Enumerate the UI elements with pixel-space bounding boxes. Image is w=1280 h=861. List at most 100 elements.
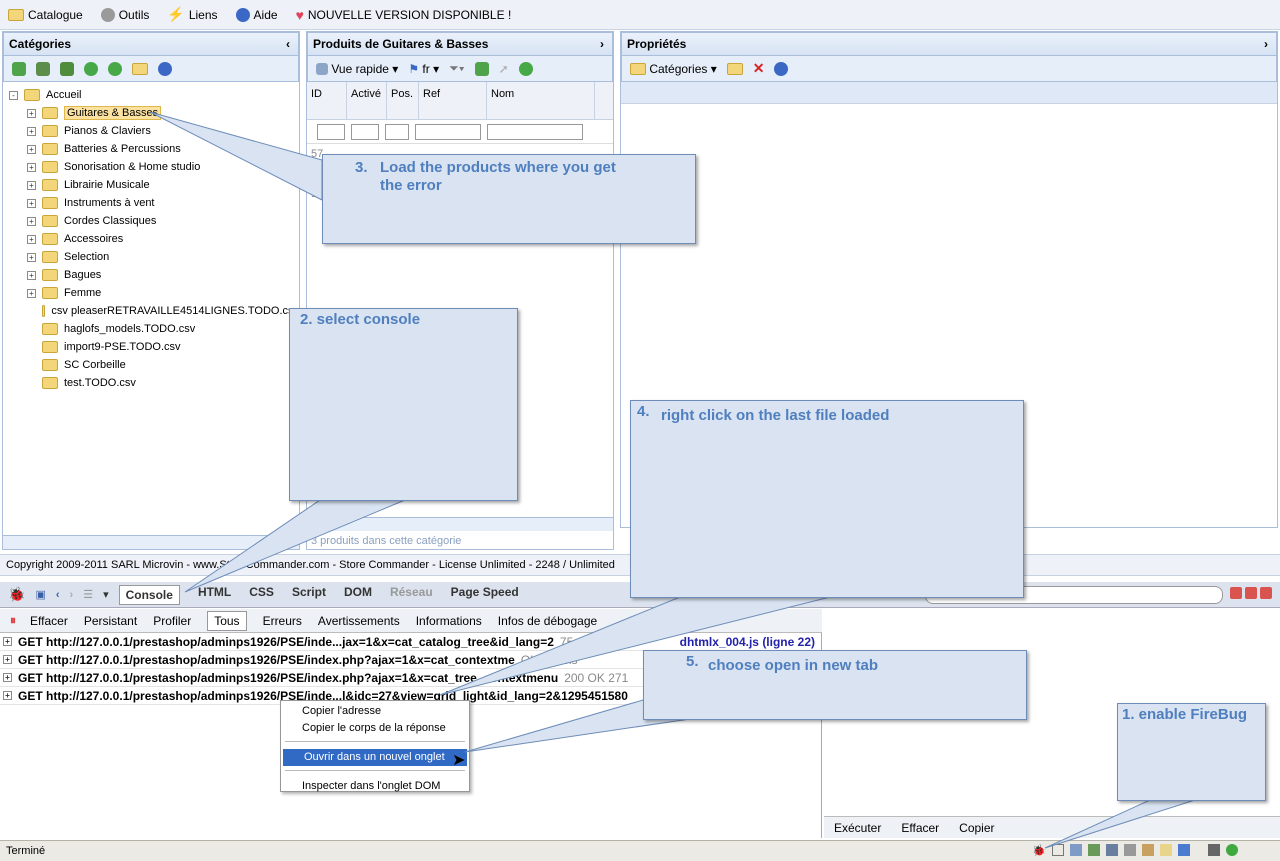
add-icon[interactable] xyxy=(84,61,98,76)
menu-open-new-tab[interactable]: Ouvrir dans un nouvel onglet xyxy=(283,749,467,766)
grid-column-header[interactable]: ID xyxy=(307,82,347,119)
network-row[interactable]: +GET http://127.0.0.1/prestashop/adminps… xyxy=(0,669,821,687)
collapse-left-icon[interactable]: ‹ xyxy=(286,37,290,51)
tree-file[interactable]: haglofs_models.TODO.csv xyxy=(9,320,299,338)
firebug-toggle-icon[interactable]: 🐞 xyxy=(1032,845,1046,857)
menu-inspect-dom[interactable]: Inspecter dans l'onglet DOM xyxy=(302,780,441,792)
firebug-tab[interactable]: Réseau xyxy=(389,584,433,599)
menu-copy-address[interactable]: Copier l'adresse xyxy=(302,705,382,717)
expand-icon[interactable]: + xyxy=(27,288,36,298)
grid-column-header[interactable]: Activé xyxy=(347,82,387,119)
firebug-tab[interactable]: CSS xyxy=(249,584,274,599)
firebug-tab[interactable]: Console xyxy=(118,584,180,605)
ref-filter[interactable] xyxy=(415,124,481,140)
folder-add-icon[interactable] xyxy=(726,62,743,75)
help-icon[interactable] xyxy=(774,61,789,76)
frame-icon[interactable] xyxy=(1159,844,1172,856)
tree-item[interactable]: +Selection xyxy=(9,248,299,266)
save-icon[interactable] xyxy=(1105,844,1118,856)
request-url[interactable]: GET http://127.0.0.1/prestashop/adminps1… xyxy=(18,688,628,703)
tree-item[interactable]: +Cordes Classiques xyxy=(9,212,299,230)
inspect-icon[interactable]: ▣ xyxy=(35,589,46,601)
filter-icon[interactable]: ⏷▾ xyxy=(449,61,465,75)
firebug-tab[interactable]: Script xyxy=(291,584,326,599)
pos-filter[interactable] xyxy=(385,124,409,140)
firebug-tab[interactable]: DOM xyxy=(343,584,372,599)
menu-arrow-icon[interactable]: ▾ xyxy=(103,589,109,601)
id-filter[interactable] xyxy=(317,124,345,140)
firebug-tab[interactable]: Page Speed xyxy=(450,584,519,599)
lang-dropdown[interactable]: ⚑ fr ▾ xyxy=(408,61,440,76)
folder-delete-icon[interactable] xyxy=(132,62,148,75)
reload-icon[interactable] xyxy=(1141,844,1154,856)
grid-column-header[interactable]: Ref xyxy=(419,82,487,119)
expand-icon[interactable]: + xyxy=(27,126,36,136)
expand-icon[interactable]: + xyxy=(27,252,36,262)
menu-copy-body[interactable]: Copier le corps de la réponse xyxy=(302,722,446,734)
refresh-icon[interactable] xyxy=(12,61,26,76)
collapse-icon[interactable]: - xyxy=(9,90,18,100)
close-icon[interactable] xyxy=(1260,587,1272,599)
network-row[interactable]: + GET http://127.0.0.1/prestashop/adminps… xyxy=(0,633,821,651)
firebug-tab[interactable]: HTML xyxy=(197,584,232,599)
console-subtab[interactable]: Avertissements xyxy=(317,613,400,628)
tree-item[interactable]: +Batteries & Percussions xyxy=(9,140,299,158)
refresh-icon[interactable] xyxy=(474,61,489,76)
categories-dropdown[interactable]: Catégories ▾ xyxy=(630,62,717,76)
tree-item[interactable]: +Accessoires xyxy=(9,230,299,248)
tree-item[interactable]: +Guitares & Basses xyxy=(9,104,299,122)
source-link[interactable]: dhtmlx_004.js (ligne 22) xyxy=(679,634,815,649)
command-button[interactable]: Exécuter xyxy=(834,820,882,835)
expand-icon[interactable]: + xyxy=(27,162,36,172)
firebug-icon[interactable]: 🐞 xyxy=(8,586,26,602)
list-icon[interactable]: ☰ xyxy=(83,589,94,601)
request-url[interactable]: GET http://127.0.0.1/prestashop/adminps1… xyxy=(18,652,515,667)
back-icon[interactable]: ‹ xyxy=(55,588,60,601)
expand-icon[interactable]: + xyxy=(27,108,36,118)
expand-icon[interactable]: + xyxy=(3,691,12,700)
add-icon[interactable] xyxy=(518,61,533,76)
collapse-right-icon[interactable]: › xyxy=(600,37,604,51)
pencil-icon[interactable] xyxy=(1069,844,1082,856)
grid-column-header[interactable]: Nom xyxy=(487,82,595,119)
add-sub-icon[interactable] xyxy=(108,61,122,76)
active-filter[interactable] xyxy=(351,124,379,140)
console-subtab[interactable]: Infos de débogage xyxy=(497,613,598,628)
tree-item[interactable]: +Instruments à vent xyxy=(9,194,299,212)
console-subtab[interactable]: Erreurs xyxy=(262,613,302,628)
tools-icon[interactable] xyxy=(1207,844,1220,856)
tree-icon[interactable] xyxy=(36,61,50,76)
menu-aide[interactable]: Aide xyxy=(235,7,278,22)
tree-expand-icon[interactable] xyxy=(60,61,74,76)
pause-icon[interactable]: ⏸ xyxy=(10,613,17,627)
horizontal-scrollbar[interactable] xyxy=(3,535,299,549)
ok-icon[interactable] xyxy=(1225,844,1238,856)
minimize-icon[interactable] xyxy=(1230,587,1242,599)
horizontal-scrollbar[interactable] xyxy=(307,517,613,531)
tree-file[interactable]: import9-PSE.TODO.csv xyxy=(9,338,299,356)
expand-icon[interactable]: + xyxy=(27,180,36,190)
tree-item[interactable]: +Pianos & Claviers xyxy=(9,122,299,140)
grid-row[interactable]: 57 xyxy=(311,148,324,160)
tree-file[interactable]: csv pleaserRETRAVAILLE4514LIGNES.TODO.cs… xyxy=(9,302,299,320)
menu-outils[interactable]: Outils xyxy=(100,7,149,22)
delete-icon[interactable]: ✕ xyxy=(752,60,765,76)
console-subtab[interactable]: Informations xyxy=(415,613,482,628)
console-subtab[interactable]: Tous xyxy=(207,610,247,631)
menu-catalogue[interactable]: Catalogue xyxy=(8,8,83,22)
chart-icon[interactable] xyxy=(1177,844,1190,856)
expand-icon[interactable]: + xyxy=(3,673,12,682)
new-version-link[interactable]: ♥NOUVELLE VERSION DISPONIBLE ! xyxy=(296,7,512,23)
collapse-right-icon[interactable]: › xyxy=(1264,37,1268,51)
command-button[interactable]: Effacer xyxy=(901,820,940,835)
command-button[interactable]: Copier xyxy=(959,820,995,835)
name-filter[interactable] xyxy=(487,124,583,140)
menu-liens[interactable]: ⚡Liens xyxy=(167,6,217,23)
request-url[interactable]: GET http://127.0.0.1/prestashop/adminps1… xyxy=(18,634,554,649)
console-subtab[interactable]: Effacer xyxy=(30,613,68,628)
expand-icon[interactable]: + xyxy=(3,637,12,646)
console-subtab[interactable]: Profiler xyxy=(153,613,192,628)
print-icon[interactable] xyxy=(1123,844,1136,856)
expand-icon[interactable]: + xyxy=(27,198,36,208)
grid-column-header[interactable]: Pos. xyxy=(387,82,419,119)
